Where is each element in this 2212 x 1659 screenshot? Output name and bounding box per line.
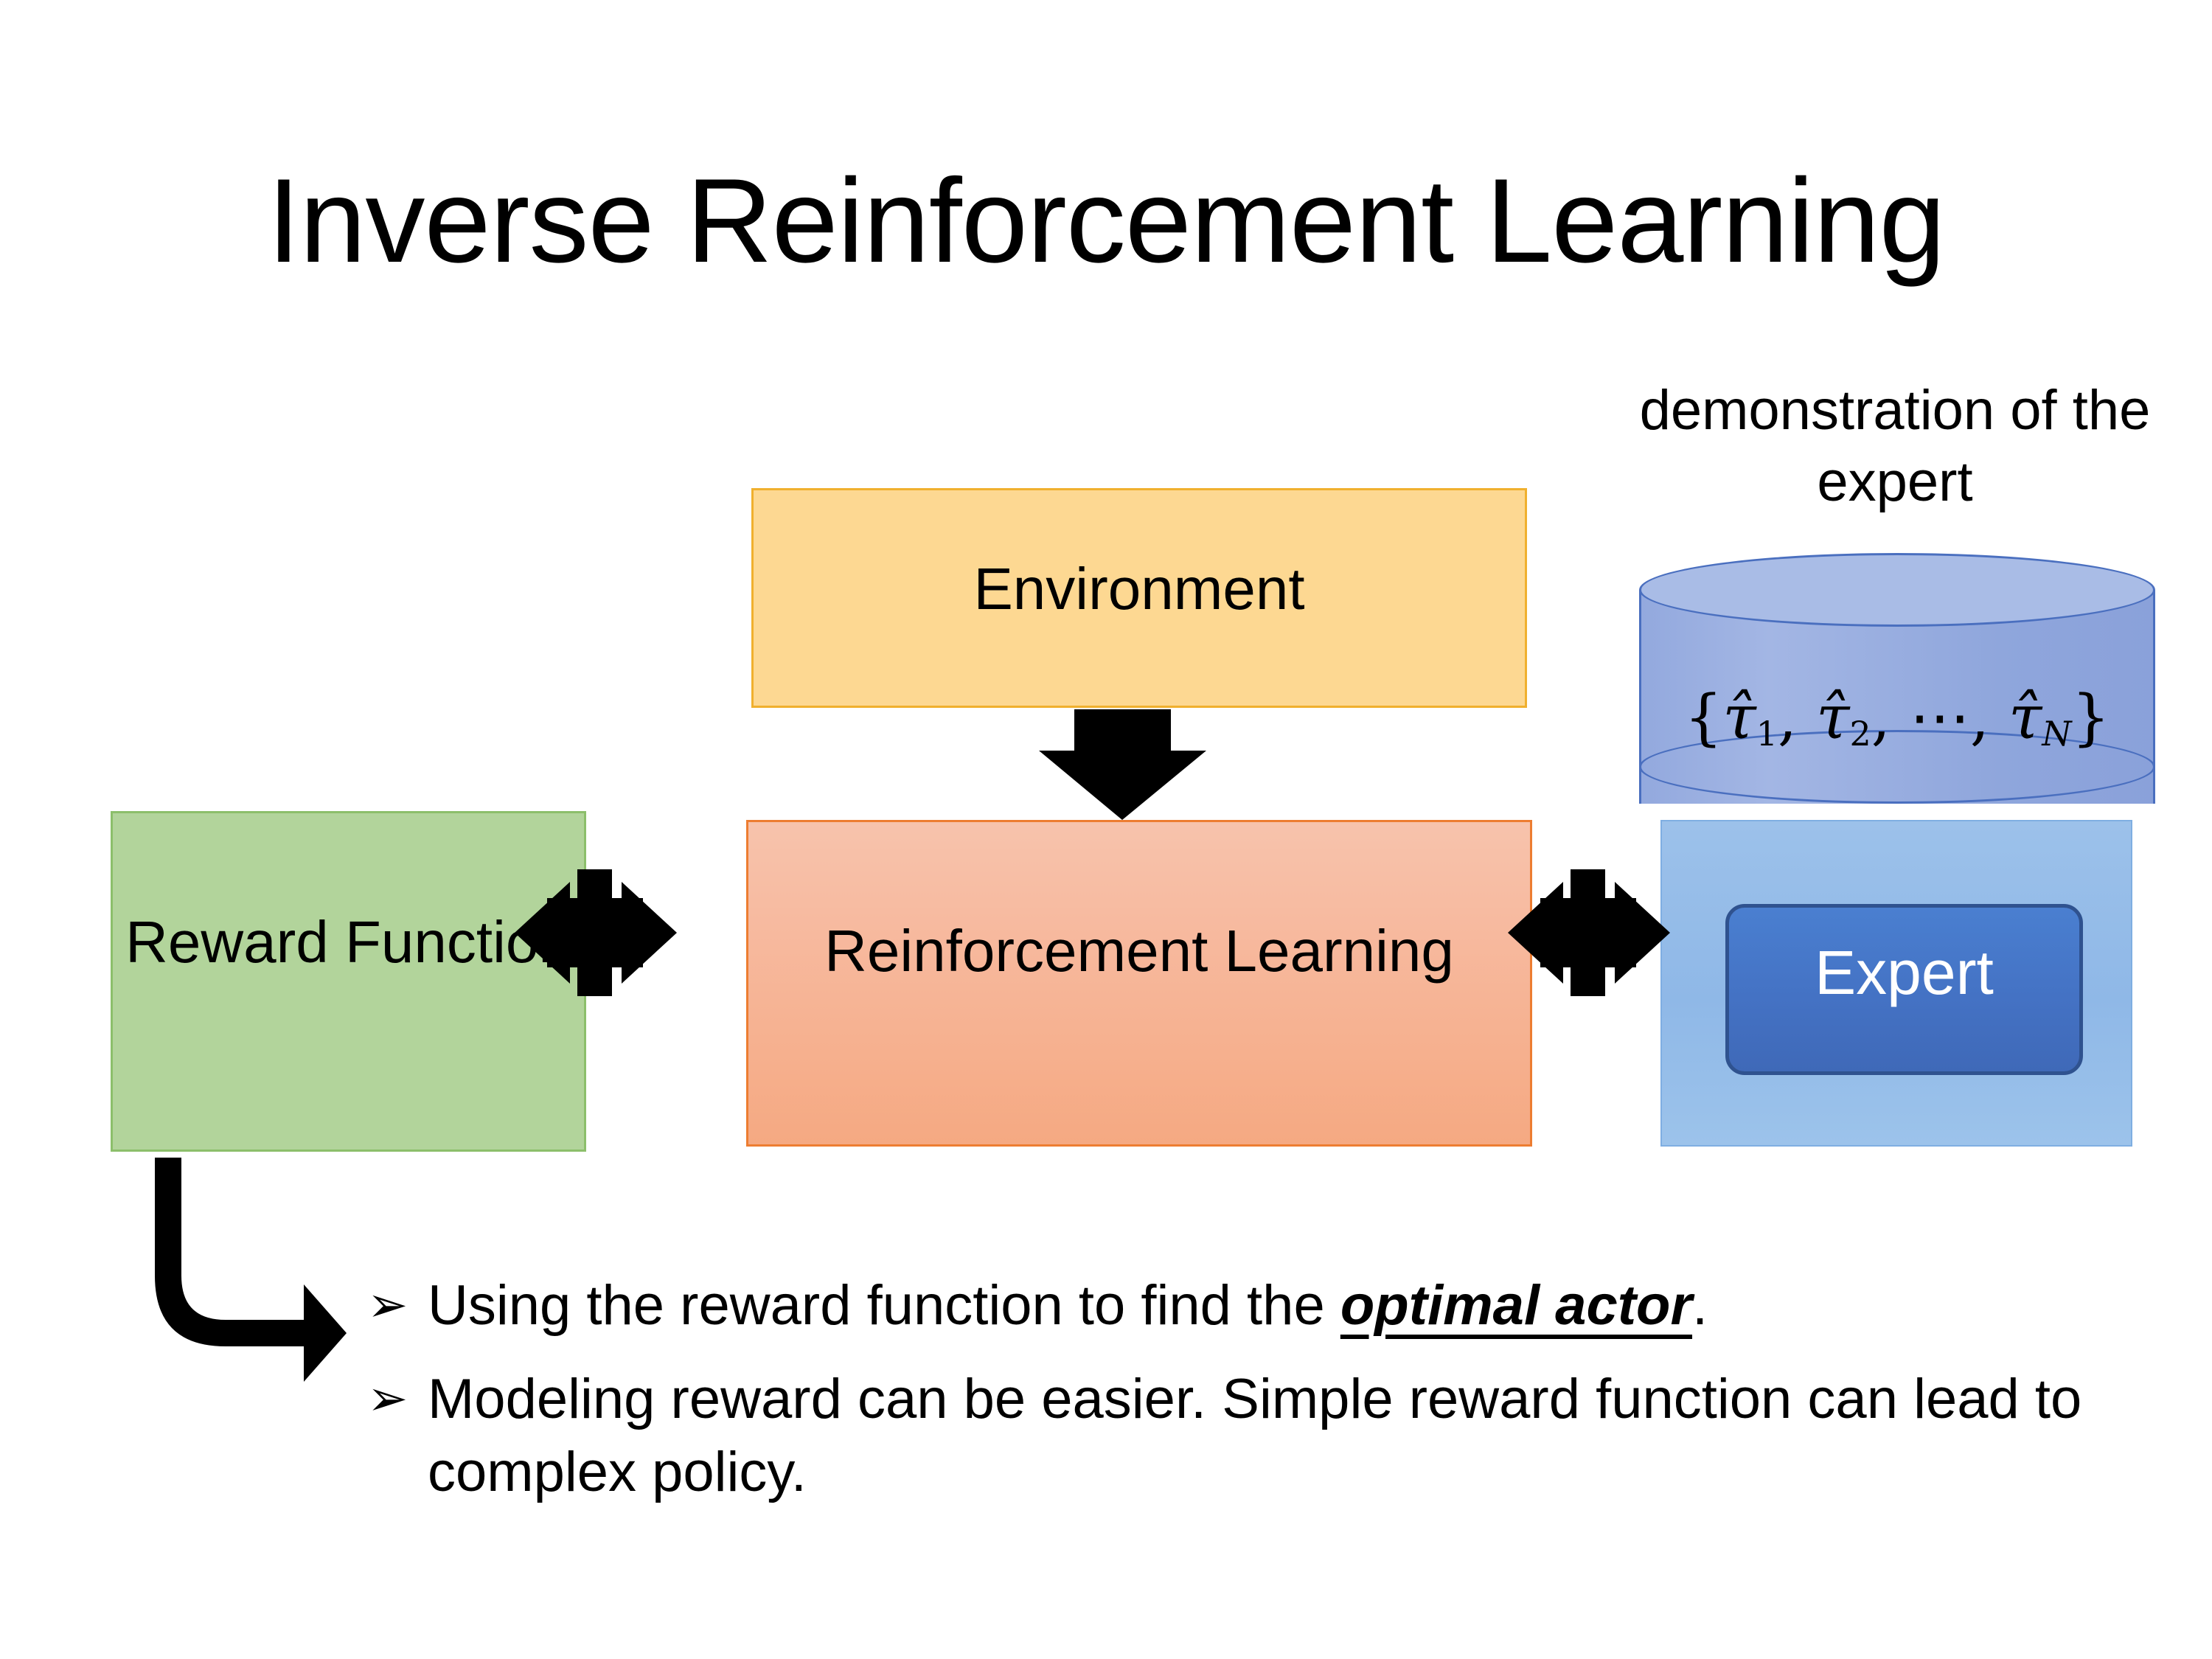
list-item: ➢ Using the reward function to find the …	[367, 1270, 2085, 1343]
reinforcement-learning-box-label: Reinforcement Learning	[824, 918, 1454, 984]
bullet-text-2: Modeling reward can be easier. Simple re…	[428, 1367, 2082, 1503]
reinforcement-learning-box	[746, 820, 1532, 1147]
bullet-marker-icon: ➢	[367, 1277, 408, 1332]
reward-function-box	[111, 811, 586, 1152]
environment-box	[751, 488, 1527, 708]
trajectory-cylinder: {τ̂1, τ̂2, ⋯, τ̂N}	[1639, 553, 2155, 841]
bullet-1-suffix: .	[1692, 1274, 1708, 1337]
bullet-text-1: Using the reward function to find the op…	[428, 1270, 2085, 1343]
trajectory-set-formula: {τ̂1, τ̂2, ⋯, τ̂N}	[1684, 683, 2110, 754]
reward-function-box-label: Reward Function	[125, 909, 571, 975]
bullet-list: ➢ Using the reward function to find the …	[367, 1270, 2085, 1529]
demonstration-caption: demonstration of the expert	[1639, 379, 2151, 514]
cylinder-bottom-ellipse	[1639, 730, 2155, 804]
list-item: ➢ Modeling reward can be easier. Simple …	[367, 1363, 2085, 1509]
bullet-marker-icon: ➢	[367, 1370, 408, 1425]
environment-box-label: Environment	[973, 556, 1305, 622]
expert-box	[1725, 904, 2083, 1075]
rl-expert-bidirectional-arrow-icon	[1508, 869, 1670, 996]
page-title: Inverse Reinforcement Learning	[267, 154, 1945, 288]
bullet-1-emphasis: optimal actor	[1340, 1274, 1693, 1337]
environment-to-rl-arrow-icon	[1039, 709, 1206, 820]
expert-box-label: Expert	[1815, 938, 1994, 1007]
reward-to-bullet-arrow-icon	[155, 1158, 347, 1382]
bullet-1-prefix: Using the reward function to find the	[428, 1274, 1340, 1337]
cylinder-top-ellipse	[1639, 553, 2155, 627]
